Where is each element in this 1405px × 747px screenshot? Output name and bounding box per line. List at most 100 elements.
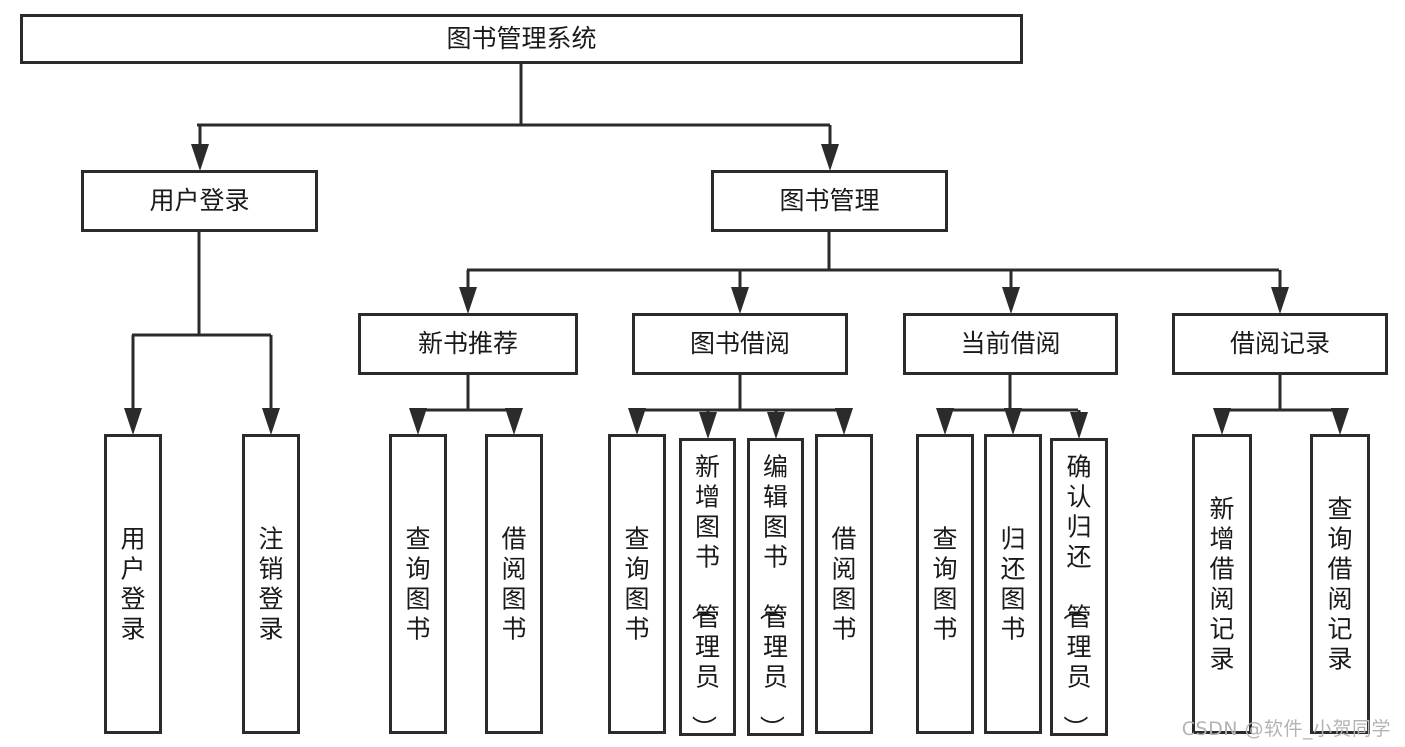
connector-current-borrow-bus <box>944 375 1078 412</box>
node-label: 图书管理 <box>779 186 879 215</box>
node-box[interactable] <box>20 14 1023 64</box>
arrow-head-icon <box>1002 287 1020 314</box>
node-box[interactable] <box>485 434 543 734</box>
node-label: 新增借阅记录 <box>1209 494 1234 673</box>
connector-root-bus <box>197 64 830 127</box>
edge-n-current-borrow-to-l-query-book-c <box>936 408 954 435</box>
node-l-edit-book[interactable]: 编辑图书（管理员） <box>747 438 804 741</box>
node-box[interactable] <box>1050 438 1108 736</box>
edge-n-new-book-rec-to-l-query-book-a <box>409 408 427 435</box>
node-l-logout[interactable]: 注销登录 <box>242 434 300 734</box>
edge-root-to-n-book-mgmt <box>821 125 839 171</box>
node-label: 查询图书 <box>624 524 649 643</box>
node-n-book-mgmt[interactable]: 图书管理 <box>711 170 948 232</box>
node-box[interactable] <box>815 434 873 734</box>
arrow-head-icon <box>1331 408 1349 435</box>
node-label: 图书管理系统 <box>446 24 596 53</box>
node-label: 确认归还（管理员） <box>1060 452 1091 740</box>
node-l-query-book-a[interactable]: 查询图书 <box>389 434 447 734</box>
edges-layer <box>124 64 1349 439</box>
node-box[interactable] <box>984 434 1042 734</box>
edge-n-borrow-record-to-l-query-record <box>1331 408 1349 435</box>
edge-n-current-borrow-to-l-confirm-return <box>1070 410 1088 439</box>
node-box[interactable] <box>747 438 804 736</box>
node-label: 新增图书（管理员） <box>689 452 720 740</box>
node-n-new-book-rec[interactable]: 新书推荐 <box>358 313 578 375</box>
arrow-head-icon <box>1213 408 1231 435</box>
edge-n-book-mgmt-to-n-borrow-record <box>1271 270 1289 314</box>
edge-n-borrow-record-to-l-add-record <box>1213 408 1231 435</box>
arrow-head-icon <box>191 144 209 171</box>
arrow-head-icon <box>262 408 280 435</box>
node-box[interactable] <box>632 313 848 375</box>
node-l-query-record[interactable]: 查询借阅记录 <box>1310 434 1370 734</box>
node-label: 用户登录 <box>149 186 249 215</box>
arrow-head-icon <box>767 412 785 439</box>
node-l-add-record[interactable]: 新增借阅记录 <box>1192 434 1252 734</box>
node-l-query-book-b[interactable]: 查询图书 <box>608 434 666 734</box>
node-label: 查询图书 <box>405 524 430 643</box>
node-label: 借阅图书 <box>501 524 526 643</box>
edge-n-book-borrow-to-l-borrow-book-b <box>835 408 853 435</box>
connector-user-login-bus <box>132 232 271 337</box>
edge-n-book-borrow-to-l-edit-book <box>767 410 785 439</box>
node-label: 查询图书 <box>932 524 957 643</box>
node-l-add-book[interactable]: 新增图书（管理员） <box>679 438 736 741</box>
nodes-layer: 图书管理系统用户登录图书管理新书推荐图书借阅当前借阅借阅记录用户登录注销登录查询… <box>20 14 1388 741</box>
node-box[interactable] <box>1172 313 1388 375</box>
edge-n-user-login-to-l-user-login <box>124 335 142 435</box>
node-l-confirm-return[interactable]: 确认归还（管理员） <box>1050 438 1108 741</box>
connector-book-mgmt-bus <box>467 232 1279 272</box>
node-l-borrow-book-b[interactable]: 借阅图书 <box>815 434 873 734</box>
node-n-user-login[interactable]: 用户登录 <box>81 170 318 232</box>
edge-n-book-borrow-to-l-add-book <box>699 410 717 439</box>
node-box[interactable] <box>916 434 974 734</box>
edge-n-new-book-rec-to-l-borrow-book-a <box>505 408 523 435</box>
arrow-head-icon <box>699 412 717 439</box>
node-l-user-login[interactable]: 用户登录 <box>104 434 162 734</box>
edge-n-current-borrow-to-l-return-book <box>1004 408 1022 435</box>
node-box[interactable] <box>1192 434 1252 734</box>
edge-n-user-login-to-l-logout <box>262 335 280 435</box>
node-box[interactable] <box>242 434 300 734</box>
arrow-head-icon <box>731 287 749 314</box>
arrow-head-icon <box>459 287 477 314</box>
arrow-head-icon <box>821 144 839 171</box>
edge-root-to-n-user-login <box>191 125 209 171</box>
node-label: 用户登录 <box>120 524 145 643</box>
node-l-query-book-c[interactable]: 查询图书 <box>916 434 974 734</box>
node-box[interactable] <box>679 438 736 736</box>
edge-n-book-mgmt-to-n-current-borrow <box>1002 270 1020 314</box>
arrow-head-icon <box>1070 412 1088 439</box>
node-root[interactable]: 图书管理系统 <box>20 14 1023 64</box>
node-box[interactable] <box>389 434 447 734</box>
node-box[interactable] <box>81 170 318 232</box>
node-box[interactable] <box>608 434 666 734</box>
node-label: 借阅图书 <box>831 524 856 643</box>
arrow-head-icon <box>409 408 427 435</box>
edge-n-book-borrow-to-l-query-book-b <box>628 408 646 435</box>
node-n-book-borrow[interactable]: 图书借阅 <box>632 313 848 375</box>
arrow-head-icon <box>628 408 646 435</box>
node-label: 注销登录 <box>258 524 283 643</box>
node-n-borrow-record[interactable]: 借阅记录 <box>1172 313 1388 375</box>
node-l-return-book[interactable]: 归还图书 <box>984 434 1042 734</box>
connector-borrow-record-bus <box>1221 375 1339 412</box>
node-label: 查询借阅记录 <box>1327 494 1352 673</box>
connector-book-borrow-bus <box>636 375 843 412</box>
node-box[interactable] <box>104 434 162 734</box>
arrow-head-icon <box>936 408 954 435</box>
node-box[interactable] <box>358 313 578 375</box>
node-box[interactable] <box>1310 434 1370 734</box>
arrow-head-icon <box>835 408 853 435</box>
node-box[interactable] <box>903 313 1118 375</box>
node-box[interactable] <box>711 170 948 232</box>
node-label: 当前借阅 <box>960 329 1060 358</box>
node-n-current-borrow[interactable]: 当前借阅 <box>903 313 1118 375</box>
arrow-head-icon <box>1271 287 1289 314</box>
connector-new-book-rec-bus <box>417 375 514 412</box>
edge-n-book-mgmt-to-n-book-borrow <box>731 270 749 314</box>
node-l-borrow-book-a[interactable]: 借阅图书 <box>485 434 543 734</box>
